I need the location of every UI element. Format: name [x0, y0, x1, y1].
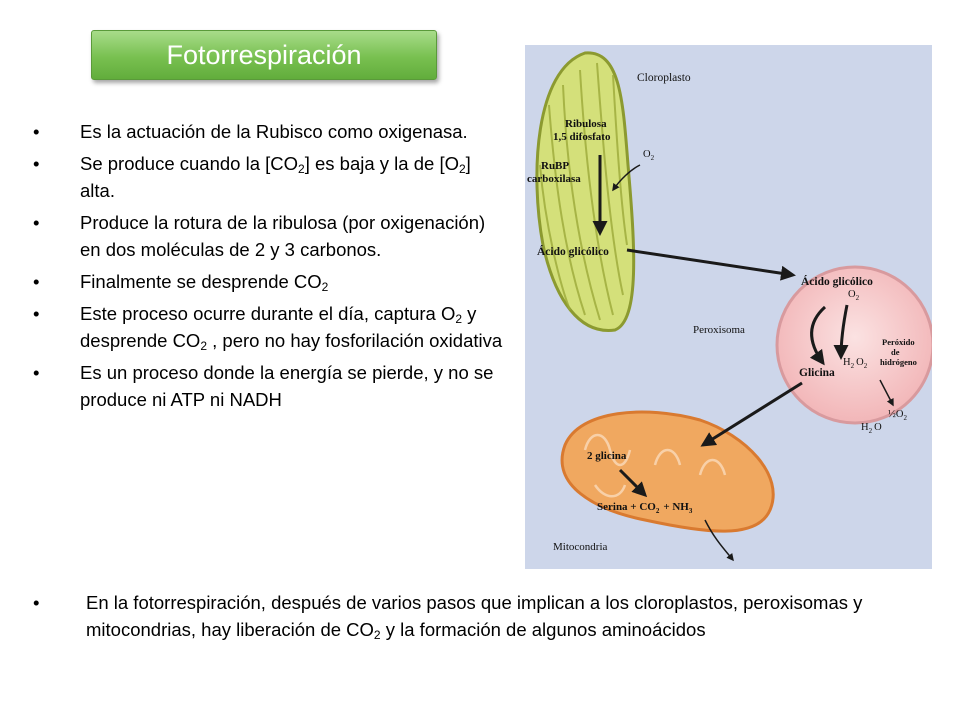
peroxisome	[775, 265, 932, 425]
arrow-acido-to-glicina	[809, 305, 827, 366]
label-o2-chloro: O2	[643, 149, 655, 162]
bullet-item: Este proceso ocurre durante el día, capt…	[30, 300, 510, 354]
label-cloroplasto: Cloroplasto	[637, 72, 691, 84]
mitochondrion	[560, 410, 775, 533]
label-glicina: Glicina	[799, 367, 835, 379]
subscript: 2	[458, 162, 466, 176]
subscript: 2	[455, 312, 463, 326]
label-acido-glicolico-1: Ácido glicólico	[537, 244, 609, 258]
bullet-item: Se produce cuando la [CO2] es baja y la …	[30, 150, 510, 204]
summary-note: En la fotorrespiración, después de vario…	[30, 589, 930, 643]
label-mitocondria: Mitocondria	[553, 541, 607, 553]
arrow-chloroplast-to-peroxisome	[626, 248, 796, 281]
arrow-h2o2-decomposition	[879, 379, 894, 407]
summary-item: En la fotorrespiración, después de vario…	[30, 589, 930, 643]
arrow-glicina-to-serina	[618, 468, 648, 498]
photorespiration-diagram: Cloroplasto Ribulosa 1,5 difosfato O2 Ru…	[525, 45, 932, 569]
label-2-glicina: 2 glicina	[587, 450, 627, 462]
label-ribulosa-2: 1,5 difosfato	[553, 131, 611, 143]
bullet-item: Es un proceso donde la energía se pierde…	[30, 359, 510, 413]
label-ribulosa: Ribulosa	[565, 118, 607, 130]
slide-title: Fotorrespiración	[91, 30, 437, 80]
label-acido-glicolico-2: Ácido glicólico	[801, 274, 873, 288]
arrow-mito-out	[704, 519, 734, 562]
subscript: 2	[298, 162, 305, 176]
arrow-o2-to-h2o2	[833, 304, 849, 360]
bullet-item: Finalmente se desprende CO2	[30, 268, 510, 295]
label-peroxido-hidrogeno: hidrógeno	[880, 357, 917, 367]
label-peroxisoma: Peroxisoma	[693, 324, 745, 336]
arrow-o2-in	[612, 164, 641, 192]
chloroplast	[535, 51, 636, 332]
label-rubp-2: carboxilasa	[527, 173, 581, 185]
label-serina: Serina + CO2+ NH3	[597, 501, 693, 515]
subscript: 2	[200, 339, 208, 353]
label-rubp: RuBP	[541, 160, 569, 172]
label-o2-perox: O2	[848, 289, 860, 302]
pathway-arrows	[592, 155, 894, 562]
label-peroxido-de: de	[891, 347, 900, 357]
subscript: 2	[321, 280, 329, 294]
label-peroxido: Peróxido	[882, 337, 915, 347]
bullet-item: Produce la rotura de la ribulosa (por ox…	[30, 209, 510, 263]
bullet-item: Es la actuación de la Rubisco como oxige…	[30, 118, 510, 145]
bullet-list: Es la actuación de la Rubisco como oxige…	[30, 118, 510, 418]
subscript: 2	[373, 628, 381, 642]
arrow-peroxisome-to-mitochondrion	[700, 381, 803, 447]
label-half-o2: ½O2	[888, 409, 907, 422]
